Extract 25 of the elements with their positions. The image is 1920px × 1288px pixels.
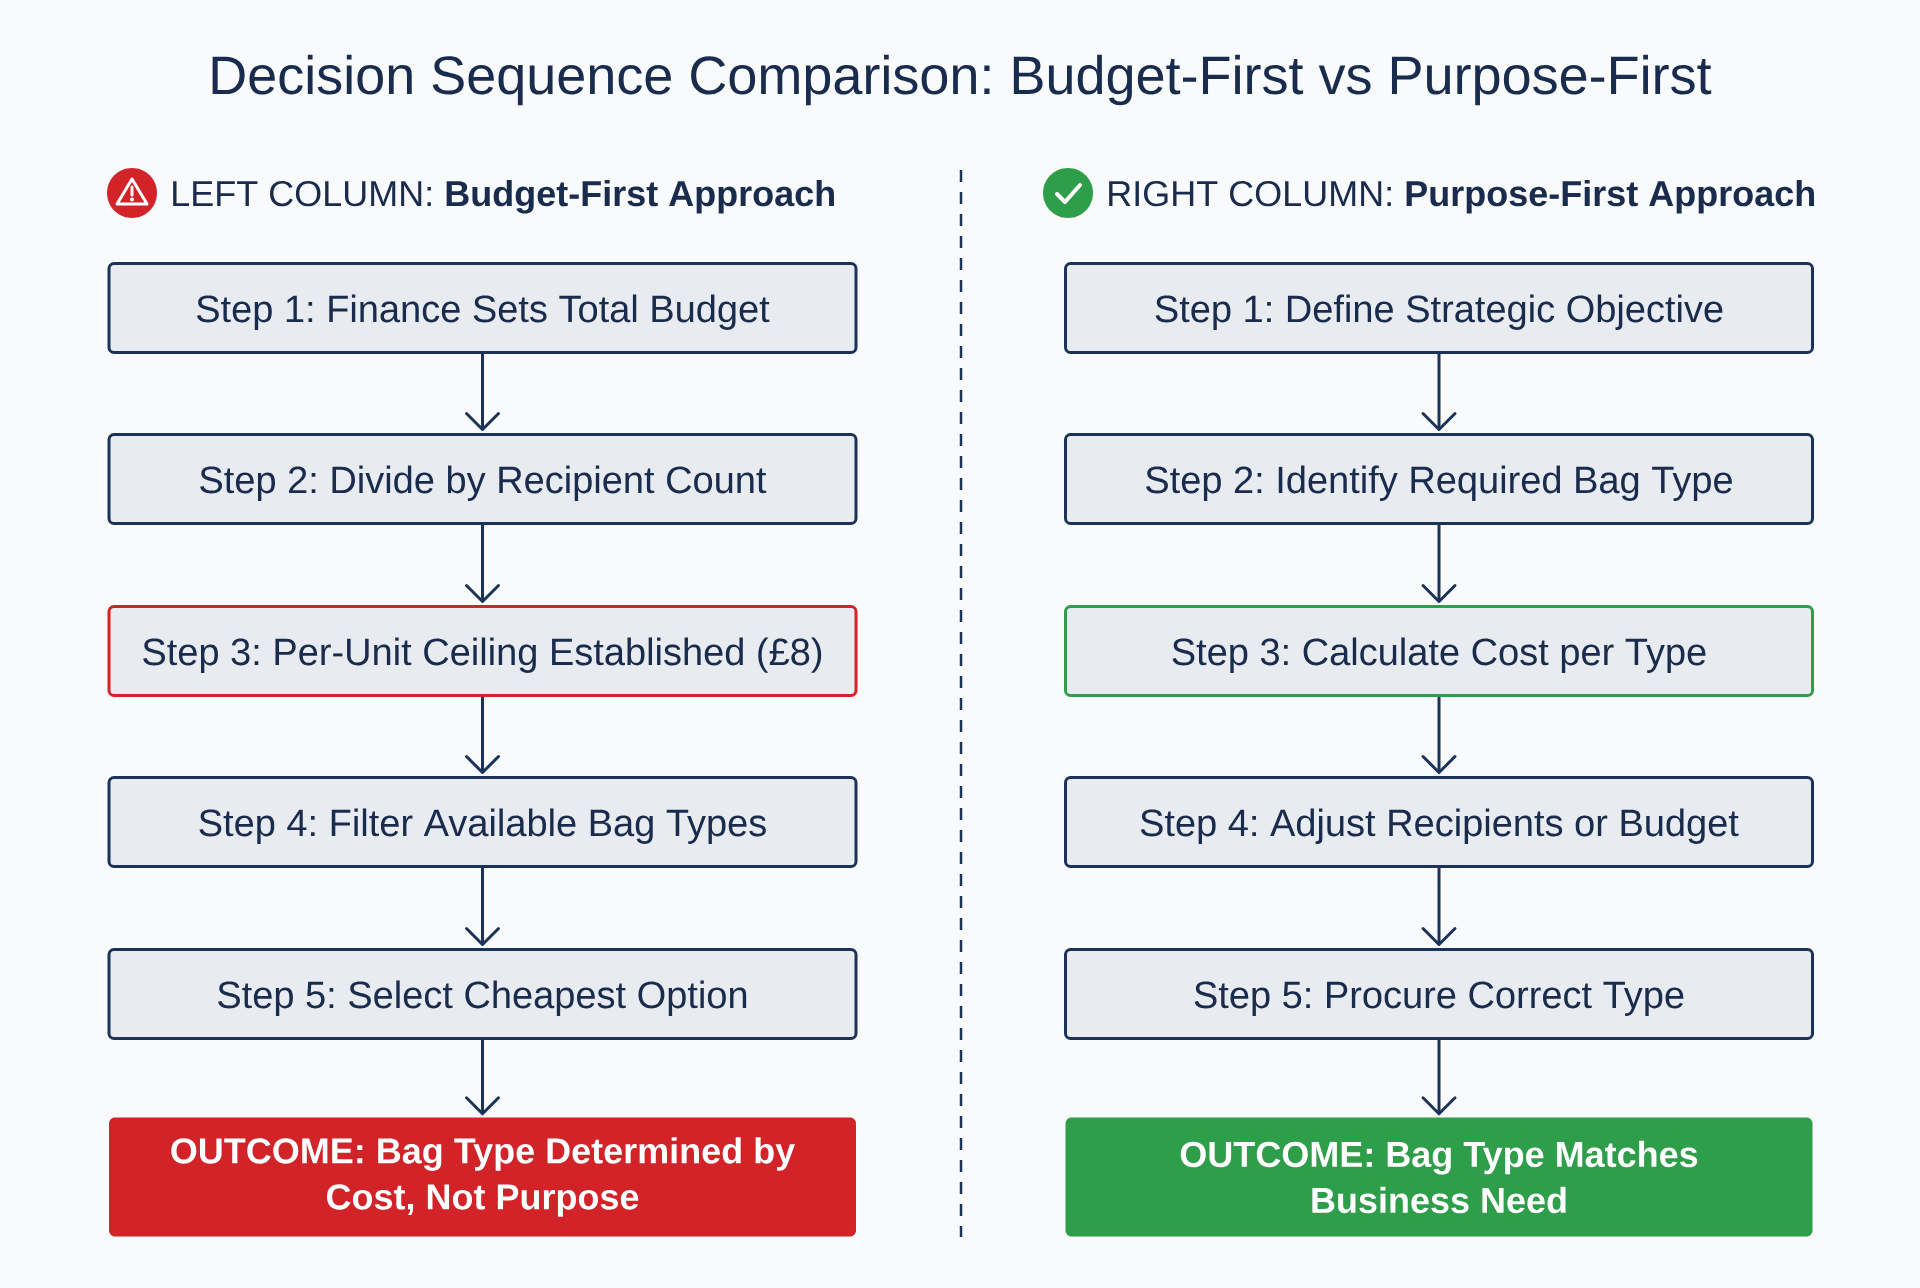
process-box: Step 3: Calculate Cost per Type: [1064, 605, 1814, 697]
arrow: [1421, 697, 1457, 774]
arrow: [465, 1040, 500, 1116]
process-box: Step 3: Per-Unit Ceiling Established (£8): [107, 605, 858, 697]
column-heading: RIGHT COLUMN: Purpose-First Approach: [1109, 179, 1814, 214]
arrow: [1421, 1040, 1457, 1116]
outcome-box: OUTCOME: Bag Type Determined by Cost, Not Purpose: [109, 1117, 856, 1237]
arrow: [1421, 525, 1457, 603]
process-box: Step 1: Finance Sets Total Budget: [107, 262, 858, 354]
arrow: [1421, 868, 1457, 946]
arrow: [465, 525, 500, 603]
arrow: [1421, 354, 1457, 431]
outcome-box: OUTCOME: Bag Type Matches Business Need: [1065, 1117, 1813, 1237]
arrow: [465, 354, 500, 431]
column-heading: LEFT COLUMN: Budget-First Approach: [173, 179, 834, 214]
process-box: Step 4: Adjust Recipients or Budget: [1064, 776, 1814, 868]
title: Decision Sequence Comparison: Budget-First vs Purpose-First: [212, 54, 1712, 106]
process-box: Step 4: Filter Available Bag Types: [107, 776, 858, 868]
process-box: Step 5: Select Cheapest Option: [107, 948, 858, 1040]
process-box: Step 2: Divide by Recipient Count: [107, 433, 858, 525]
arrow: [465, 697, 500, 774]
process-box: Step 2: Identify Required Bag Type: [1064, 433, 1814, 525]
process-box: Step 5: Procure Correct Type: [1064, 948, 1814, 1040]
process-box: Step 1: Define Strategic Objective: [1064, 262, 1814, 354]
arrow: [465, 868, 500, 946]
